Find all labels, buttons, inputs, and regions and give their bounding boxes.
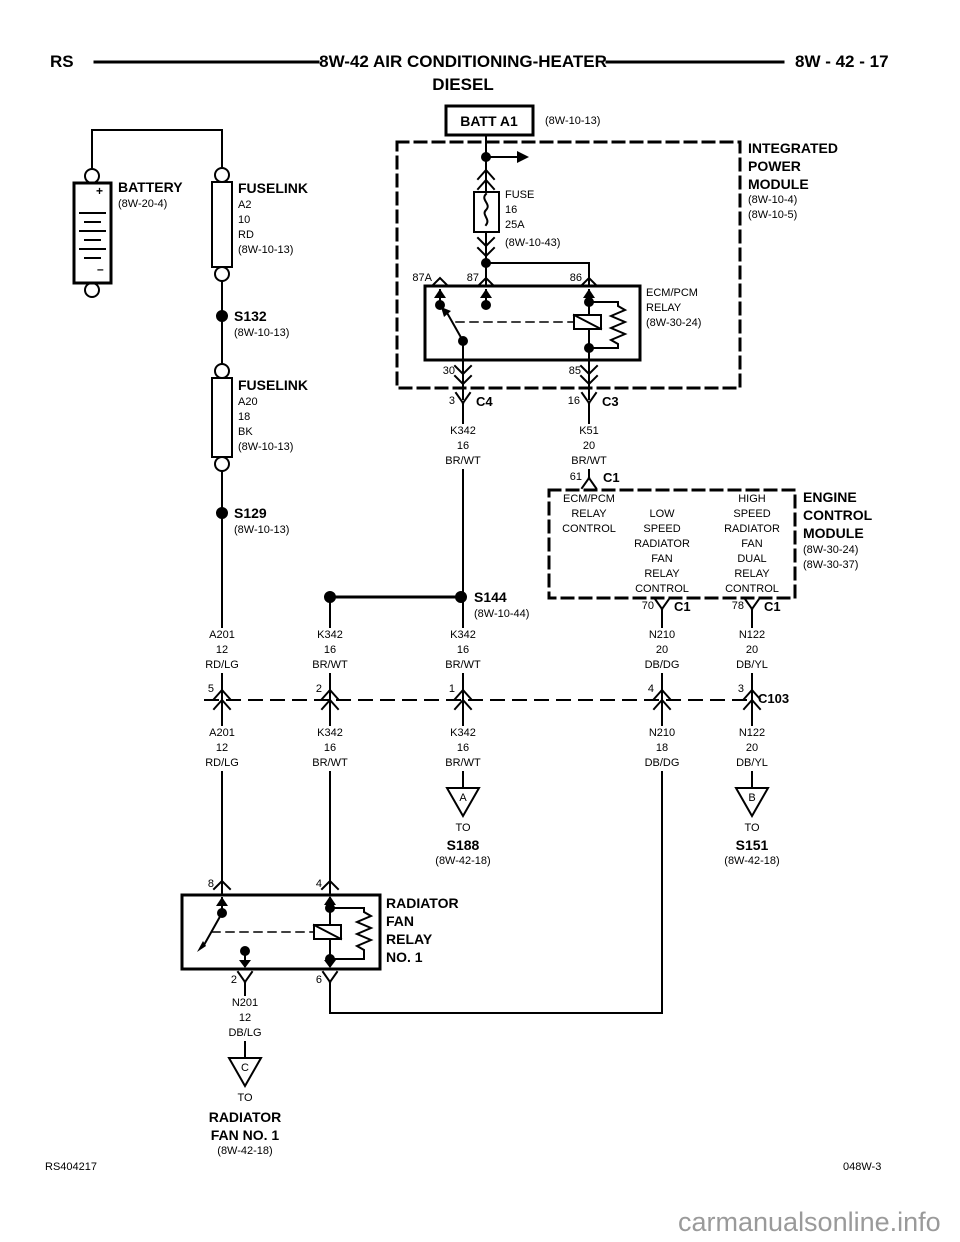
splice-s144-label: S144 — [474, 589, 507, 605]
page-subtitle: DIESEL — [432, 75, 494, 94]
wire-k342-main-lower: K342 16 BR/WT — [442, 726, 484, 771]
takeout-b-ref: (8W-42-18) — [724, 855, 780, 867]
page-ref: 8W - 42 - 17 — [795, 52, 889, 71]
wire-n122-upper: N122 20 DB/YL — [733, 628, 771, 673]
fuselink-a2-detail: A2 10 RD (8W-10-13) — [238, 199, 294, 256]
fan-relay-pin-2: 2 — [230, 974, 237, 986]
conn-c1-78-pin: 78 — [731, 600, 744, 612]
doc-number: RS404217 — [45, 1161, 97, 1173]
ecm-label: ENGINE CONTROL MODULE — [803, 489, 873, 541]
batt-a1-ref: (8W-10-13) — [545, 115, 601, 127]
c103-pin-5: 5 — [207, 683, 214, 695]
ecm-function-low-speed: LOW SPEED RADIATOR FAN RELAY CONTROL — [634, 508, 690, 595]
conn-c4-pin: 3 — [448, 395, 455, 407]
wire-n210-upper: N210 20 DB/DG — [641, 628, 683, 673]
c103-pin-4: 4 — [647, 683, 654, 695]
wire-a201-lower: A201 12 RD/LG — [202, 726, 242, 771]
wire-n201: N201 12 DB/LG — [225, 996, 265, 1041]
wire-n210-lower: N210 18 DB/DG — [641, 726, 683, 771]
wire-k51-c3: K51 20 BR/WT — [568, 424, 610, 469]
wire-k342-main-upper: K342 16 BR/WT — [442, 628, 484, 673]
takeout-b-name: S151 — [735, 837, 769, 853]
takeout-b-letter: B — [748, 792, 756, 804]
conn-c1-61-pin: 61 — [569, 471, 582, 483]
fan-relay-label: RADIATOR FAN RELAY NO. 1 — [386, 895, 459, 965]
splice-s132-ref: (8W-10-13) — [234, 327, 290, 339]
takeout-c-ref: (8W-42-18) — [217, 1145, 273, 1157]
fuselink-a2-label: FUSELINK — [238, 180, 308, 196]
relay-pin-87: 87 — [466, 272, 479, 284]
wire-k342-branch-upper: K342 16 BR/WT — [309, 628, 351, 673]
takeout-a-letter: A — [459, 792, 467, 804]
batt-a1-label: BATT A1 — [460, 113, 518, 129]
fuse-detail: FUSE 16 25A — [505, 189, 535, 231]
ecm-function-high-speed: HIGH SPEED RADIATOR FAN DUAL RELAY CONTR… — [724, 493, 780, 595]
conn-c1-70-label: C1 — [674, 599, 691, 614]
c103-pin-2: 2 — [315, 683, 322, 695]
conn-c3-label: C3 — [602, 394, 619, 409]
fuselink-a20-detail: A20 18 BK (8W-10-13) — [238, 396, 294, 453]
wire-k342-c4: K342 16 BR/WT — [442, 424, 484, 469]
ipm-label: INTEGRATED POWER MODULE — [748, 140, 838, 192]
fuselink-a20-label: FUSELINK — [238, 377, 308, 393]
c103-pin-3: 3 — [737, 683, 744, 695]
takeout-a-ref: (8W-42-18) — [435, 855, 491, 867]
watermark: carmanualsonline.info — [678, 1207, 941, 1237]
splice-s129-ref: (8W-10-13) — [234, 524, 290, 536]
battery-label: BATTERY — [118, 179, 183, 195]
page-code: RS — [50, 52, 74, 71]
splice-s132-label: S132 — [234, 308, 267, 324]
relay-pin-30: 30 — [442, 365, 455, 377]
battery-ref: (8W-20-4) — [118, 198, 168, 210]
wire-a201-upper: A201 12 RD/LG — [202, 628, 242, 673]
wire-n122-lower: N122 20 DB/YL — [733, 726, 771, 771]
ecm-pcm-relay-label: ECM/PCM RELAY (8W-30-24) — [646, 287, 702, 329]
battery-minus-sign: – — [97, 262, 104, 276]
takeout-c-to: TO — [237, 1092, 253, 1104]
conn-c4-label: C4 — [476, 394, 493, 409]
sheet-number: 048W-3 — [843, 1161, 882, 1173]
splice-s144-ref: (8W-10-44) — [474, 608, 530, 620]
takeout-a-to: TO — [455, 822, 471, 834]
fan-relay-pin-6: 6 — [315, 974, 322, 986]
wire-k342-branch-lower: K342 16 BR/WT — [309, 726, 351, 771]
fan-relay-pin-8: 8 — [207, 878, 214, 890]
takeout-b-to: TO — [744, 822, 760, 834]
ipm-refs: (8W-10-4) (8W-10-5) — [748, 194, 798, 221]
takeout-a-name: S188 — [446, 837, 480, 853]
relay-pin-85: 85 — [568, 365, 581, 377]
splice-s129-label: S129 — [234, 505, 267, 521]
fan-relay-pin-4: 4 — [315, 878, 322, 890]
takeout-c-name: RADIATOR FAN NO. 1 — [208, 1109, 282, 1143]
battery-plus-sign: + — [96, 184, 104, 198]
conn-c3-pin: 16 — [567, 395, 580, 407]
ecm-refs: (8W-30-24) (8W-30-37) — [803, 544, 859, 571]
fuse-ref: (8W-10-43) — [505, 237, 561, 249]
conn-c1-78-label: C1 — [764, 599, 781, 614]
relay-pin-86: 86 — [569, 272, 582, 284]
conn-c1-61-label: C1 — [603, 470, 620, 485]
page-title: 8W-42 AIR CONDITIONING-HEATER — [319, 52, 607, 71]
c103-label: C103 — [758, 691, 790, 706]
conn-c1-70-pin: 70 — [641, 600, 654, 612]
ecm-function-relay-control: ECM/PCM RELAY CONTROL — [562, 493, 616, 535]
takeout-c-letter: C — [241, 1062, 249, 1074]
relay-pin-87a: 87A — [412, 272, 432, 284]
c103-pin-1: 1 — [448, 683, 455, 695]
